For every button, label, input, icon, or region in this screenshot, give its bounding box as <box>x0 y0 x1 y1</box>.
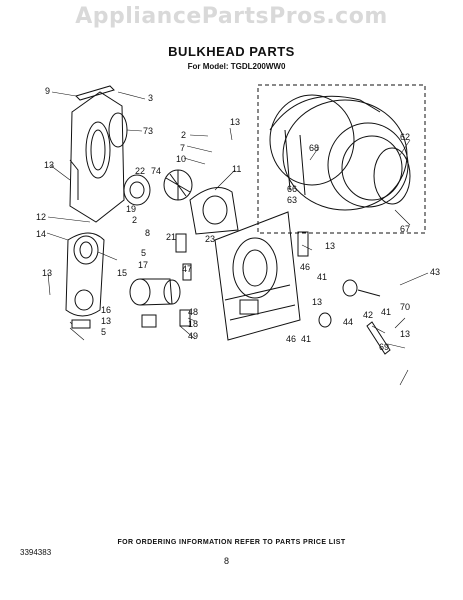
callout-2: 2 <box>181 130 186 140</box>
callout-18: 18 <box>188 319 198 329</box>
drive-belt-assembly <box>65 232 105 317</box>
burner-housing <box>189 187 239 235</box>
callout-66: 66 <box>287 184 297 194</box>
callout-23: 23 <box>205 234 215 244</box>
page-number: 8 <box>224 556 230 566</box>
diagram-title: BULKHEAD PARTS <box>168 44 295 59</box>
bracket-47 <box>182 263 192 281</box>
bracket-49 <box>141 314 157 328</box>
callout-67: 67 <box>400 224 410 234</box>
top-strip <box>75 85 115 101</box>
callout-68: 68 <box>309 143 319 153</box>
callout-13-a: 13 <box>42 268 52 278</box>
callout-5-b: 5 <box>101 327 106 337</box>
callout-10: 10 <box>176 154 186 164</box>
callout-73: 73 <box>143 126 153 136</box>
callout-46-a: 46 <box>300 262 310 272</box>
callout-41-c: 41 <box>301 334 311 344</box>
callout-8: 8 <box>145 228 150 238</box>
callout-41-b: 41 <box>381 307 391 317</box>
bracket-18 <box>179 309 191 327</box>
model-number: For Model: TGDL200WW0 <box>187 62 286 71</box>
roller-44 <box>318 312 332 328</box>
callout-70: 70 <box>400 302 410 312</box>
callout-13-d: 13 <box>312 297 322 307</box>
seal-ring <box>108 112 128 148</box>
callout-42: 42 <box>363 310 373 320</box>
callout-3: 3 <box>148 93 153 103</box>
blower-housing <box>123 174 151 206</box>
callout-5-a: 5 <box>141 248 146 258</box>
callout-41-a: 41 <box>317 272 327 282</box>
callout-15: 15 <box>117 268 127 278</box>
callout-47: 47 <box>182 264 192 274</box>
callout-12: 12 <box>36 212 46 222</box>
watermark: AppliancePartsPros.com <box>75 4 388 29</box>
callout-49: 49 <box>188 331 198 341</box>
callout-17: 17 <box>138 260 148 270</box>
callout-13-b: 13 <box>325 241 335 251</box>
drive-motor <box>129 278 181 306</box>
rear-bulkhead-panel <box>214 211 301 341</box>
drum-assembly <box>269 94 409 211</box>
callout-22: 22 <box>135 166 145 176</box>
drum-group-outline <box>257 84 426 234</box>
callout-62: 62 <box>400 132 410 142</box>
bracket-16 <box>71 319 91 329</box>
callout-74: 74 <box>151 166 161 176</box>
callout-44: 44 <box>343 317 353 327</box>
rear-roller-43 <box>342 279 358 297</box>
callout-48: 48 <box>188 307 198 317</box>
callout-2b: 2 <box>132 215 137 225</box>
callout-69: 69 <box>379 342 389 352</box>
callout-13-c: 13 <box>101 316 111 326</box>
callout-13-top: 13 <box>230 117 240 127</box>
callout-11: 11 <box>232 164 241 174</box>
roller-shaft <box>357 289 381 297</box>
callout-13-e: 13 <box>400 329 410 339</box>
callout-63: 63 <box>287 195 297 205</box>
callout-14: 14 <box>36 229 46 239</box>
document-number: 3394383 <box>20 548 52 557</box>
bracket-21 <box>175 233 187 253</box>
callout-43: 43 <box>430 267 440 277</box>
ordering-note: FOR ORDERING INFORMATION REFER TO PARTS … <box>117 539 346 546</box>
callout-7: 7 <box>180 143 185 153</box>
callout-9: 9 <box>45 86 50 96</box>
bracket-13-right <box>297 231 309 257</box>
callout-16: 16 <box>101 305 111 315</box>
callout-46-b: 46 <box>286 334 296 344</box>
drum-belt-ring <box>373 147 411 205</box>
callout-19: 19 <box>126 204 136 214</box>
front-bulkhead-panel <box>69 91 125 223</box>
callout-21: 21 <box>166 232 176 242</box>
callout-13-left: 13 <box>44 160 54 170</box>
support-69 <box>366 321 391 355</box>
